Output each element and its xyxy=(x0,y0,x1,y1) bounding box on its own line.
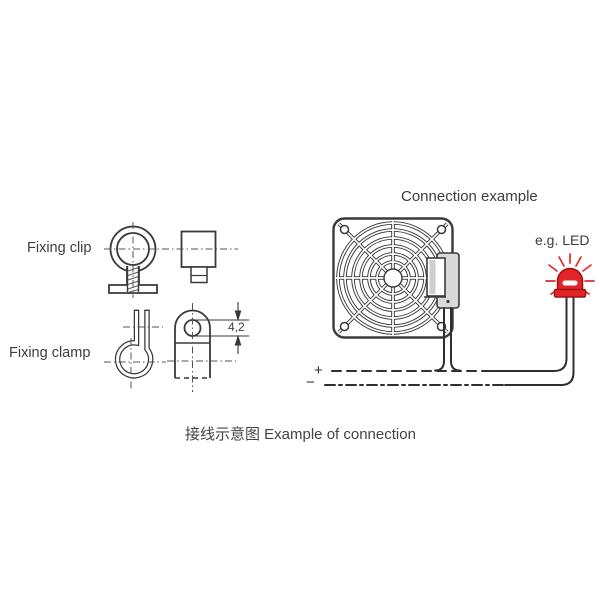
dim-arrow-bottom-head xyxy=(234,334,242,346)
fan-hub xyxy=(383,268,403,288)
led-highlight xyxy=(562,280,578,286)
clip-slot-walls xyxy=(126,266,140,292)
connection-example-title: Connection example xyxy=(401,188,538,205)
fan-connector xyxy=(424,252,460,309)
fan-grille-lattice xyxy=(336,221,450,335)
negative-wire-solid xyxy=(504,296,575,386)
led-flange xyxy=(553,288,587,298)
led xyxy=(545,253,595,298)
led-dome xyxy=(556,267,584,291)
fixing-clamp-drawing xyxy=(104,302,249,392)
positive-terminal-symbol: + xyxy=(314,362,323,379)
clip-center-lines xyxy=(104,222,238,298)
fixing-clamp-label: Fixing clamp xyxy=(9,345,91,361)
clamp-strap-core xyxy=(116,311,153,378)
connector-clip-stripe xyxy=(429,260,436,294)
clamp-dimension xyxy=(194,302,249,354)
negative-terminal-symbol: − xyxy=(306,374,315,391)
clip-base xyxy=(108,266,158,294)
fixing-clip-drawing xyxy=(104,222,238,298)
fixing-clip-label: Fixing clip xyxy=(27,240,92,256)
dim-arrow-top-head xyxy=(234,310,242,322)
connector-dot xyxy=(446,299,450,304)
clip-side-tab xyxy=(190,266,208,284)
wiring xyxy=(324,296,575,386)
positive-wire-solid xyxy=(491,296,568,372)
eg-led-label: e.g. LED xyxy=(535,232,590,248)
bottom-caption: 接线示意图 Example of connection xyxy=(185,426,416,443)
clamp-center-lines xyxy=(104,303,236,392)
dimension-4-2-label: 4,2 xyxy=(228,320,245,334)
